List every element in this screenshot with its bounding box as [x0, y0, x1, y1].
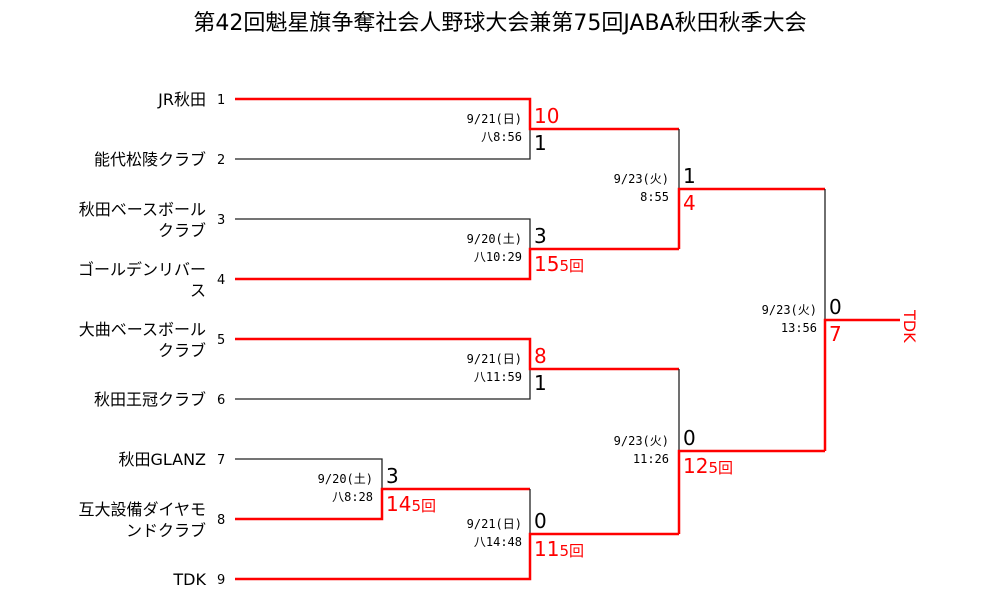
bracket-lines [235, 97, 900, 581]
match-date: 9/23(火) [614, 434, 669, 448]
match-date: 9/23(火) [762, 303, 817, 317]
winner-line [235, 247, 679, 281]
winner-line [235, 337, 679, 371]
winner-line [235, 97, 679, 131]
team-name: 能代松陵クラブ [94, 150, 206, 169]
winner-line [235, 532, 679, 581]
match-time: 11:26 [633, 452, 669, 466]
team-name: クラブ [158, 221, 206, 240]
match-m5: 9/21(日) 八14:48 0 115回 [467, 509, 584, 561]
match-time: 13:56 [781, 321, 817, 335]
lower-score: 7 [829, 322, 842, 346]
team-seed: 6 [217, 393, 225, 408]
team-name: 秋田ベースボール [79, 200, 206, 219]
match-m3: 9/21(日) 八11:59 8 1 [467, 344, 547, 395]
upper-score: 0 [534, 509, 547, 533]
upper-score: 3 [534, 224, 547, 248]
lower-score: 12 [683, 454, 708, 478]
match-time: 八8:28 [332, 490, 373, 504]
lower-score: 4 [683, 191, 696, 215]
team-name: TDK [172, 570, 206, 589]
match-time: 8:55 [640, 190, 669, 204]
match-date: 9/21(日) [467, 517, 522, 531]
upper-score: 1 [683, 164, 696, 188]
svg-text:155回: 155回 [534, 252, 584, 276]
upper-score: 8 [534, 344, 547, 368]
bracket-line [235, 129, 531, 160]
team-name: クラブ [158, 341, 206, 360]
team-seed: 5 [217, 333, 225, 348]
upper-score: 0 [683, 426, 696, 450]
bracket-line [235, 458, 383, 489]
team-name: ス [190, 281, 206, 300]
team-name: 大曲ベースボール [79, 320, 206, 339]
match-m1: 9/21(日) 八8:56 10 1 [467, 104, 560, 155]
team-seed: 3 [217, 213, 225, 228]
match-date: 9/23(火) [614, 172, 669, 186]
match-final: 9/23(火) 13:56 0 7 [762, 295, 842, 346]
match-time: 八14:48 [474, 535, 522, 549]
team-name: 互大設備ダイヤモ [78, 500, 206, 519]
innings-note: 5回 [708, 459, 733, 477]
match-date: 9/20(土) [318, 472, 373, 486]
team-seed: 8 [217, 513, 225, 528]
match-time: 八8:56 [481, 130, 522, 144]
team-name: 秋田王冠クラブ [94, 390, 206, 409]
innings-note: 5回 [559, 542, 584, 560]
lower-score: 11 [534, 537, 559, 561]
winner-line [235, 487, 530, 521]
match-time: 八10:29 [474, 250, 522, 264]
team-name: ゴールデンリバー [78, 260, 206, 279]
match-m4: 9/20(土) 八8:28 3 145回 [318, 464, 436, 516]
team-seed: 7 [217, 453, 225, 468]
upper-score: 0 [829, 295, 842, 319]
team-list: JR秋田 1 能代松陵クラブ 2 秋田ベースボール クラブ 3 ゴールデンリバー… [78, 90, 225, 589]
bracket-line [235, 369, 531, 400]
innings-note: 5回 [559, 257, 584, 275]
team-name: JR秋田 [157, 90, 206, 109]
winner-line [677, 449, 825, 534]
lower-score: 15 [534, 252, 559, 276]
match-date: 9/20(土) [467, 232, 522, 246]
winner-line [677, 187, 825, 249]
page-title: 第42回魁星旗争奪社会人野球大会兼第75回JABA秋田秋季大会 [193, 11, 806, 36]
match-time: 八11:59 [474, 370, 522, 384]
svg-text:125回: 125回 [683, 454, 733, 478]
lower-score: 1 [534, 131, 547, 155]
bracket-line [235, 218, 531, 249]
svg-text:145回: 145回 [386, 492, 436, 516]
lower-score: 1 [534, 371, 547, 395]
upper-score: 3 [386, 464, 399, 488]
innings-note: 5回 [411, 497, 436, 515]
upper-score: 10 [534, 104, 559, 128]
team-seed: 9 [217, 573, 225, 588]
match-sf1: 9/23(火) 8:55 1 4 [614, 164, 696, 215]
winner-line [823, 318, 900, 451]
match-date: 9/21(日) [467, 352, 522, 366]
team-seed: 1 [217, 93, 225, 108]
champion-name: TDK [900, 309, 919, 343]
team-name: ンドクラブ [126, 521, 206, 540]
match-sf2: 9/23(火) 11:26 0 125回 [614, 426, 733, 478]
match-date: 9/21(日) [467, 112, 522, 126]
team-seed: 2 [217, 153, 225, 168]
team-name: 秋田GLANZ [118, 450, 206, 469]
svg-text:115回: 115回 [534, 537, 584, 561]
lower-score: 14 [386, 492, 411, 516]
match-m2: 9/20(土) 八10:29 3 155回 [467, 224, 584, 276]
team-seed: 4 [217, 273, 225, 288]
